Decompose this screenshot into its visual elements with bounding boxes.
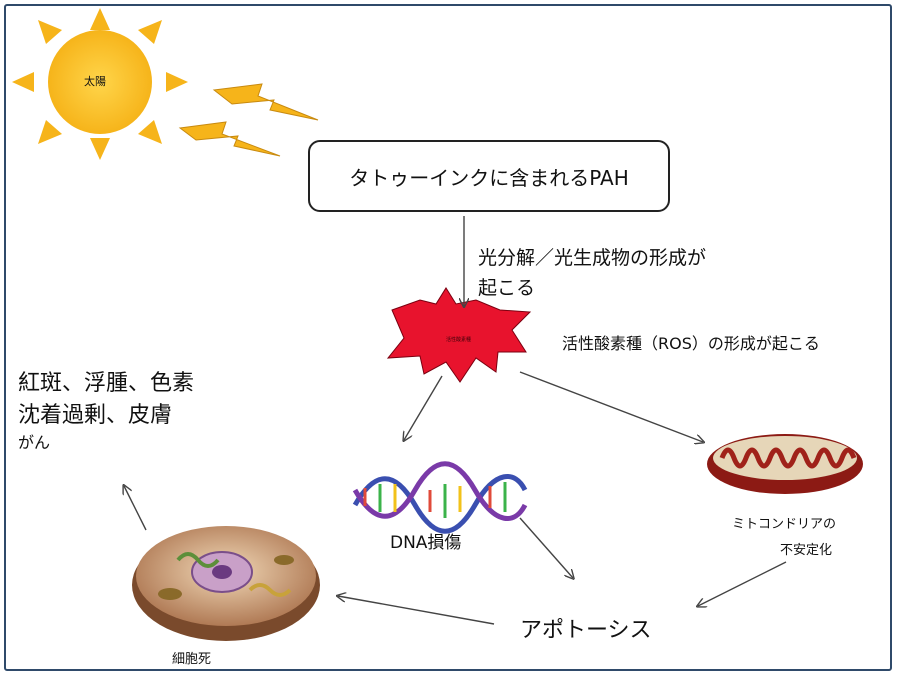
tattoo-ink-pah-box: タトゥーインクに含まれるPAH bbox=[308, 140, 670, 212]
symptoms-label: 紅斑、浮腫、色素 沈着過剰、皮膚 がん bbox=[18, 368, 194, 454]
arrow-burst-to-dna bbox=[404, 375, 443, 440]
dna-damage-label: DNA損傷 bbox=[390, 533, 462, 553]
mito-line-2: 不安定化 bbox=[780, 543, 833, 558]
burst-label: 活性酸素種 bbox=[446, 337, 472, 343]
mitochondrion-icon bbox=[707, 434, 863, 494]
lightning-bolt-icon bbox=[178, 121, 281, 157]
ros-burst-icon bbox=[386, 287, 532, 383]
photolysis-label: 光分解／光生成物の形成が 起こる bbox=[478, 243, 706, 303]
arrow-cell-to-symptoms bbox=[124, 486, 147, 531]
tattoo-ink-pah-label: タトゥーインクに含まれるPAH bbox=[349, 165, 629, 190]
mito-label: ミトコンドリアの 不安定化 bbox=[732, 512, 836, 564]
sun-icon bbox=[12, 8, 188, 160]
mito-line-1: ミトコンドリアの bbox=[732, 517, 837, 532]
symptoms-line-3: がん bbox=[18, 433, 51, 452]
cell-icon bbox=[132, 526, 320, 641]
photolysis-line-1: 光分解／光生成物の形成が bbox=[478, 247, 707, 269]
ros-formation-label: 活性酸素種（ROS）の形成が起こる bbox=[562, 334, 820, 353]
arrow-mito-to-apoptosis bbox=[698, 561, 787, 606]
sun-label: 太陽 bbox=[84, 75, 106, 88]
arrow-dna-to-apoptosis bbox=[519, 517, 573, 578]
apoptosis-label: アポトーシス bbox=[520, 618, 652, 643]
symptoms-line-2: 沈着過剰、皮膚 bbox=[18, 403, 173, 428]
symptoms-line-1: 紅斑、浮腫、色素 bbox=[18, 371, 195, 396]
photolysis-line-2: 起こる bbox=[478, 277, 536, 299]
arrow-apoptosis-to-cell bbox=[338, 596, 495, 625]
arrow-burst-to-mito bbox=[519, 371, 703, 442]
dna-icon bbox=[352, 461, 528, 534]
diagram-frame bbox=[4, 4, 892, 671]
lightning-bolt-icon bbox=[212, 83, 319, 121]
cell-death-label: 細胞死 bbox=[172, 652, 212, 667]
